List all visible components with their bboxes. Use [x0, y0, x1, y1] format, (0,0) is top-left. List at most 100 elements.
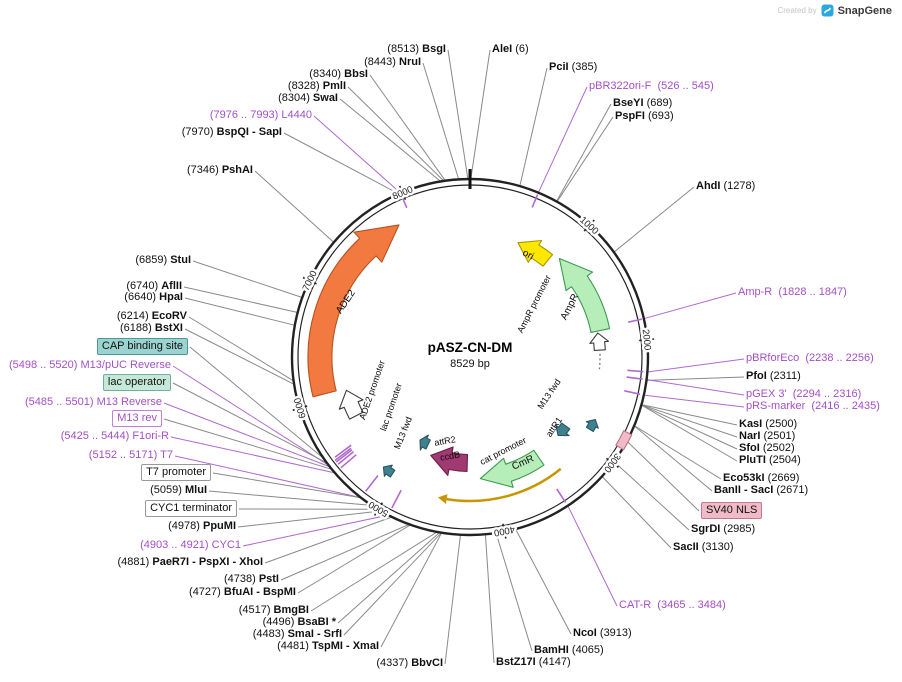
- enzyme-label-smai-srfi[interactable]: (4483) SmaI - SrfI: [252, 628, 342, 640]
- enzyme-label-mlui[interactable]: (5059) MluI: [150, 484, 207, 496]
- feature-label-cyc1-terminator[interactable]: CYC1 terminator: [145, 500, 237, 517]
- enzyme-label-nari[interactable]: NarI (2501): [739, 430, 796, 442]
- enzyme-label-bmgbi[interactable]: (4517) BmgBI: [238, 604, 309, 616]
- primer-label-t7[interactable]: (5152 .. 5171) T7: [88, 449, 173, 461]
- feature-arrow-m13-fwd-left[interactable]: [382, 464, 396, 478]
- primer-mark: [628, 318, 643, 323]
- leader-line-pbr322ori-f: [537, 86, 588, 193]
- feature-inner-label-attr2: attR2: [434, 434, 457, 448]
- tick-label-4000: 4000: [493, 523, 516, 538]
- feature-arc-head-cat-region: [437, 494, 448, 504]
- feature-arrow-sv40-nls[interactable]: [615, 430, 633, 451]
- feature-label-sv40-nls[interactable]: SV40 NLS: [701, 502, 763, 519]
- feature-arc-cat-region[interactable]: [446, 467, 562, 503]
- feature-arrow-m13-fwd-right[interactable]: [585, 418, 599, 433]
- leader-line-swai: [339, 98, 441, 182]
- enzyme-label-eco53ki[interactable]: Eco53kI (2669): [723, 472, 800, 484]
- feature-label-t7-promoter[interactable]: T7 promoter: [141, 464, 211, 481]
- enzyme-label-bspqi-sapi[interactable]: (7970) BspQI - SapI: [181, 126, 282, 138]
- feature-label-cap-binding-site[interactable]: CAP binding site: [96, 338, 188, 355]
- leader-line-psti: [280, 523, 410, 581]
- primer-label-pgex-3[interactable]: pGEX 3' (2294 .. 2316): [746, 388, 862, 400]
- enzyme-label-hpai[interactable]: (6640) HpaI: [124, 291, 183, 303]
- snapgene-brand: SnapGene: [837, 4, 892, 17]
- feature-arrow-ade2[interactable]: [307, 224, 400, 398]
- enzyme-label-bsgi[interactable]: (8513) BsgI: [387, 43, 446, 55]
- primer-label-m13-reverse[interactable]: (5485 .. 5501) M13 Reverse: [25, 396, 162, 408]
- feature-label-m13-rev[interactable]: M13 rev: [112, 410, 162, 427]
- enzyme-label-bseyi[interactable]: BseYI (689): [613, 97, 673, 109]
- feature-arrow-ampr-promoter[interactable]: [589, 332, 610, 351]
- leader-line-nari: [641, 404, 738, 438]
- leader-line-bamhi: [495, 532, 533, 652]
- enzyme-label-bfuai-bspmi[interactable]: (4727) BfuAI - BspMI: [189, 586, 296, 598]
- enzyme-label-swai[interactable]: (8304) SwaI: [278, 92, 338, 104]
- feature-arrow-attr1[interactable]: [555, 422, 571, 437]
- enzyme-label-ahdi[interactable]: AhdI (1278): [696, 180, 756, 192]
- enzyme-label-sgrdi[interactable]: SgrDI (2985): [691, 523, 756, 535]
- primer-mark: [531, 194, 539, 208]
- primer-mark: [337, 450, 355, 465]
- enzyme-label-kasi[interactable]: KasI (2500): [739, 418, 798, 430]
- enzyme-label-ppumi[interactable]: (4978) PpuMI: [168, 520, 236, 532]
- leader-line-sv40-nls: [626, 440, 700, 512]
- feature-arrow-cmr[interactable]: [479, 449, 545, 488]
- primer-mark: [334, 444, 352, 458]
- enzyme-label-banii-saci[interactable]: BanII - SacI (2671): [714, 484, 809, 496]
- enzyme-label-stui[interactable]: (6859) StuI: [135, 254, 191, 266]
- leader-line-pshai: [254, 170, 335, 243]
- feature-arrow-ade2-promoter[interactable]: [338, 389, 364, 420]
- primer-label-pbrforeco[interactable]: pBRforEco (2238 .. 2256): [746, 352, 874, 364]
- primer-label-m13-puc-reverse[interactable]: (5498 .. 5520) M13/pUC Reverse: [8, 359, 171, 371]
- feature-arrow-ccdb[interactable]: [430, 446, 469, 476]
- primer-label-amp-r[interactable]: Amp-R (1828 .. 1847): [738, 286, 847, 298]
- enzyme-label-bsabi[interactable]: (4496) BsaBI *: [262, 616, 336, 628]
- primer-label-prs-marker[interactable]: pRS-marker (2416 .. 2435): [746, 400, 880, 412]
- feature-arrow-attr2[interactable]: [419, 434, 431, 451]
- leader-line-bbvci: [444, 534, 461, 665]
- enzyme-label-bstz17i[interactable]: BstZ17I (4147): [496, 656, 571, 668]
- enzyme-label-pspfi[interactable]: PspFI (693): [615, 110, 674, 122]
- enzyme-label-pshai[interactable]: (7346) PshAI: [186, 164, 253, 176]
- tick-2000: [639, 338, 655, 342]
- leader-line-t7-promoter: [212, 472, 361, 499]
- primer-mark: [556, 488, 567, 503]
- enzyme-label-tspmi-xmai[interactable]: (4481) TspMI - XmaI: [277, 640, 379, 652]
- primer-label-cat-r[interactable]: CAT-R (3465 .. 3484): [619, 599, 726, 611]
- enzyme-label-aflii[interactable]: (6740) AflII: [126, 280, 182, 292]
- leader-line-ppumi: [237, 510, 381, 528]
- primer-label-f1ori-r[interactable]: (5425 .. 5444) F1ori-R: [60, 430, 169, 442]
- enzyme-label-pcii[interactable]: PciI (385): [549, 61, 598, 73]
- enzyme-label-psti[interactable]: (4738) PstI: [223, 573, 279, 585]
- enzyme-label-ecorv[interactable]: (6214) EcoRV: [116, 310, 187, 322]
- leader-line-m13-puc-reverse: [172, 365, 329, 466]
- enzyme-label-bamhi[interactable]: BamHI (4065): [534, 644, 604, 656]
- leader-line-tspmi-xmai: [380, 532, 443, 648]
- enzyme-label-nrui[interactable]: (8443) NruI: [364, 56, 421, 68]
- enzyme-label-paer7i-pspxi-xhoi[interactable]: (4881) PaeR7I - PspXI - XhoI: [117, 556, 264, 568]
- primer-mark: [365, 475, 379, 492]
- enzyme-label-pluti[interactable]: PluTI (2504): [739, 454, 801, 466]
- enzyme-label-ncoi[interactable]: NcoI (3913): [573, 627, 632, 639]
- enzyme-label-bbsi[interactable]: (8340) BbsI: [309, 68, 368, 80]
- feature-inner-label-ampr-promoter: AmpR promoter: [515, 273, 553, 334]
- enzyme-label-bbvci[interactable]: (4337) BbvCI: [376, 657, 443, 669]
- enzyme-label-pfoi[interactable]: PfoI (2311): [746, 370, 801, 382]
- leader-line-pluti: [641, 404, 738, 462]
- tick-1000: [583, 219, 595, 232]
- enzyme-label-bstxi[interactable]: (6188) BstXI: [120, 322, 183, 334]
- enzyme-label-pmli[interactable]: (8328) PmlI: [287, 80, 346, 92]
- feature-arrow-ori[interactable]: [517, 239, 554, 267]
- feature-label-lac-operator[interactable]: lac operator: [102, 374, 171, 391]
- tick-4000: [502, 523, 507, 539]
- feature-arrow-ampr[interactable]: [558, 257, 611, 333]
- enzyme-label-alei[interactable]: AleI (6): [492, 43, 529, 55]
- feature-inner-label-ampr: AmpR: [559, 292, 581, 322]
- primer-label-l4440[interactable]: (7976 .. 7993) L4440: [209, 109, 312, 121]
- primer-label-pbr322ori-f[interactable]: pBR322ori-F (526 .. 545): [589, 80, 714, 92]
- enzyme-label-sfoi[interactable]: SfoI (2502): [739, 442, 795, 454]
- enzyme-label-sacii[interactable]: SacII (3130): [673, 541, 734, 553]
- leader-line-bmgbi: [310, 531, 438, 612]
- primer-label-cyc1[interactable]: (4903 .. 4921) CYC1: [140, 539, 241, 551]
- tick-7000: [302, 276, 317, 285]
